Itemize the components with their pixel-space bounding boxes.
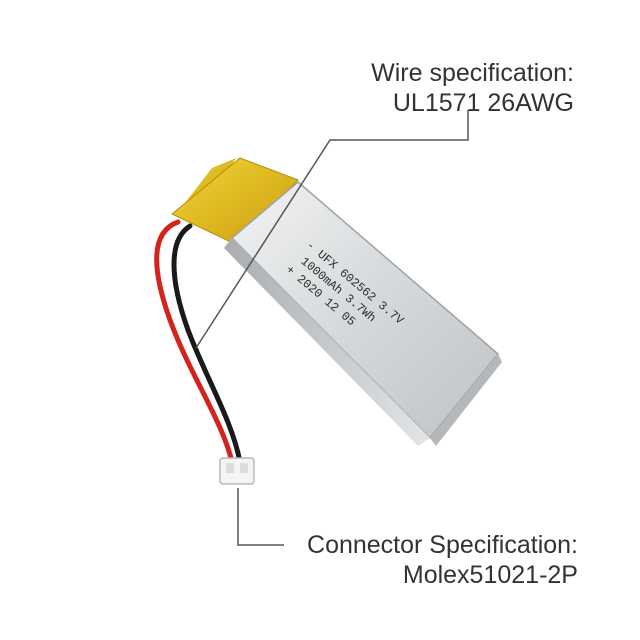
battery-end: [430, 354, 502, 446]
red-wire: [154, 219, 235, 465]
wire-spec-title: Wire specification:: [371, 59, 574, 87]
connector-callout-line: [237, 488, 284, 546]
connector-spec-label: Connector Specification: Molex51021-2P: [307, 530, 578, 590]
connector: [219, 457, 255, 485]
wire-callout-line: [195, 110, 469, 349]
yellow-tape: [171, 157, 299, 245]
connector-spec-title: Connector Specification:: [307, 531, 578, 559]
black-wire: [171, 223, 243, 465]
connector-spec-value: Molex51021-2P: [402, 561, 578, 589]
wire-spec-value: UL1571 26AWG: [392, 89, 574, 117]
battery-side: [224, 238, 430, 446]
wire-spec-label: Wire specification: UL1571 26AWG: [371, 58, 574, 118]
